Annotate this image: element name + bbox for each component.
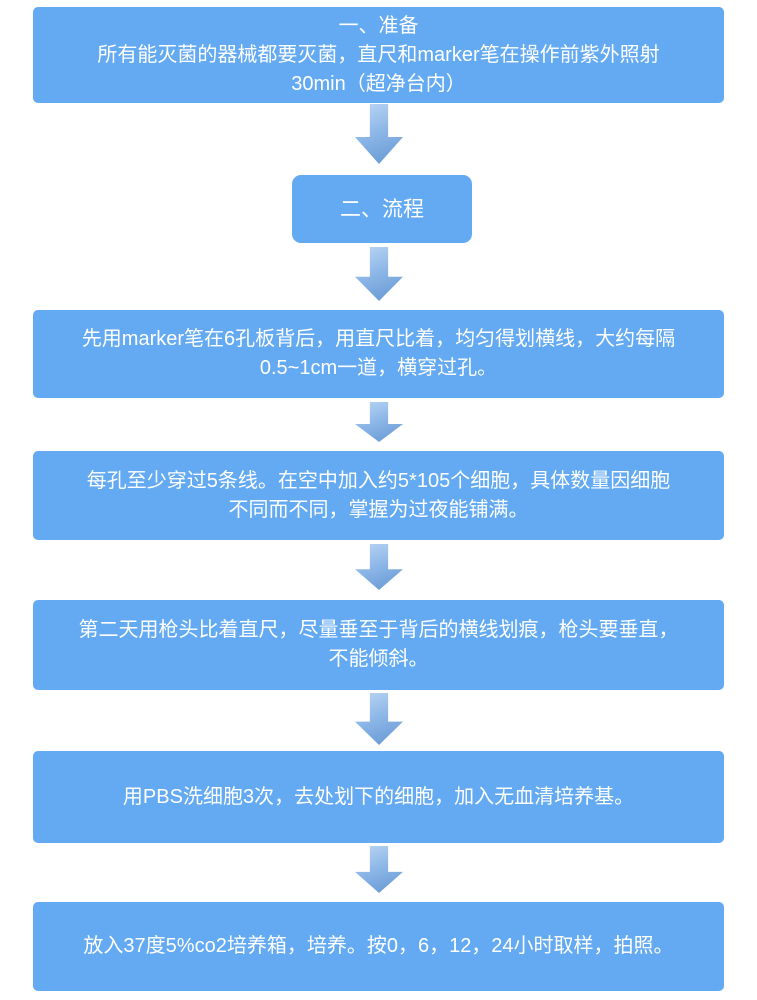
step-box-scratch: 第二天用枪头比着直尺，尽量垂至于背后的横线划痕，枪头要垂直， 不能倾斜。 [33, 600, 724, 690]
down-arrow-3 [355, 402, 403, 442]
step-text-line: 所有能灭菌的器械都要灭菌，直尺和marker笔在操作前紫外照射 [97, 43, 660, 66]
step-text-line: 不同而不同，掌握为过夜能铺满。 [228, 498, 529, 521]
down-arrow-5 [355, 693, 403, 745]
step-text-line: 30min（超净台内） [291, 72, 466, 95]
step-box-incubate: 放入37度5%co2培养箱，培养。按0，6，12，24小时取样，拍照。 [33, 902, 724, 991]
down-arrow-2 [355, 247, 403, 301]
step-text-line: 0.5~1cm一道，横穿过孔。 [259, 357, 498, 379]
down-arrow-6 [355, 846, 403, 893]
step-text-line: 用PBS洗细胞3次，去处划下的细胞，加入无血清培养基。 [122, 785, 635, 808]
step-box-draw-lines: 先用marker笔在6孔板背后，用直尺比着，均匀得划横线，大约每隔 0.5~1c… [33, 310, 724, 398]
step-text-line: 不能倾斜。 [328, 648, 429, 670]
down-arrow-1 [355, 104, 403, 164]
step-box-wash-pbs: 用PBS洗细胞3次，去处划下的细胞，加入无血清培养基。 [33, 751, 724, 843]
step-text-line: 第二天用枪头比着直尺，尽量垂至于背后的横线划痕，枪头要垂直， [78, 619, 679, 641]
step-text-line: 每孔至少穿过5条线。在空中加入约5*105个细胞，具体数量因细胞 [86, 469, 671, 492]
section-title: 二、流程 [340, 197, 424, 221]
down-arrow-4 [355, 544, 403, 590]
step-box-process-header: 二、流程 [292, 175, 472, 243]
section-title: 一、准备 [338, 14, 419, 37]
step-box-seed-cells: 每孔至少穿过5条线。在空中加入约5*105个细胞，具体数量因细胞 不同而不同，掌… [33, 451, 724, 540]
step-box-preparation: 一、准备 所有能灭菌的器械都要灭菌，直尺和marker笔在操作前紫外照射 30m… [33, 7, 724, 103]
step-text-line: 先用marker笔在6孔板背后，用直尺比着，均匀得划横线，大约每隔 [81, 328, 676, 350]
step-text-line: 放入37度5%co2培养箱，培养。按0，6，12，24小时取样，拍照。 [83, 935, 674, 957]
